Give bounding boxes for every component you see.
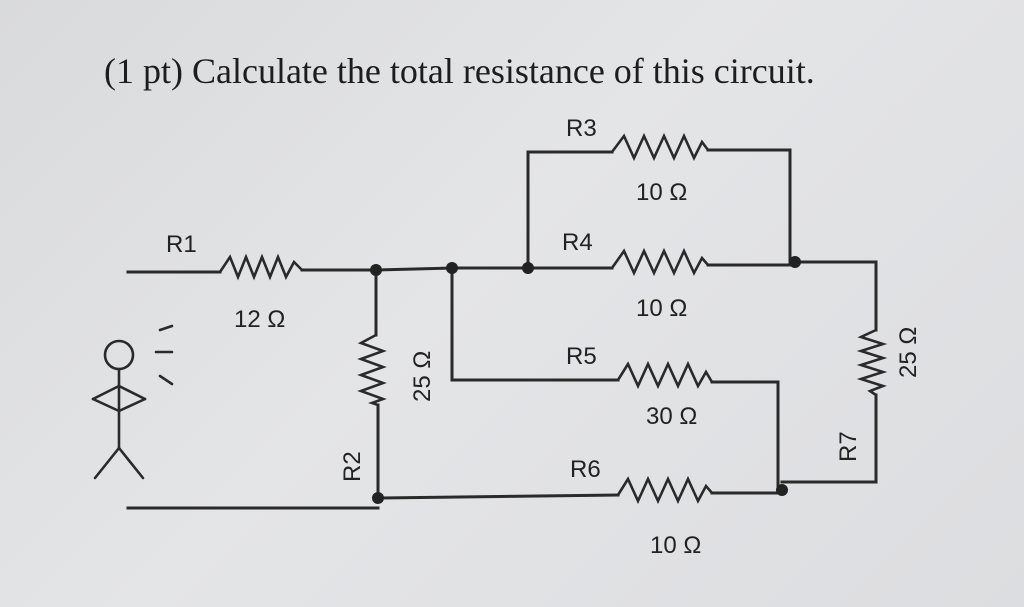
r5-value-label: 30 Ω [646,403,697,430]
wire-node-e-to-r6 [376,493,620,500]
circuit-wires [126,148,878,510]
resistor-r3-zigzag [610,132,710,162]
junction-node-e [372,492,384,504]
junction-nodes [370,256,801,504]
resistor-r4-zigzag [610,247,709,277]
resistor-r2-zigzag [357,333,387,407]
junction-node-f [776,484,788,496]
r4-name-label: R4 [562,229,593,256]
resistor-r5-zigzag [616,360,714,390]
wire-r3-loop-left [526,150,614,270]
r2-value-label: 25 Ω [409,351,436,402]
r4-value-label: 10 Ω [636,295,687,322]
resistor-r6 [616,475,713,505]
r6-value-label: 10 Ω [650,532,701,559]
junction-node-b [446,262,458,274]
junction-node-c [522,262,534,274]
junction-node-a [370,264,382,276]
resistor-r3 [610,132,710,162]
junction-node-d [789,256,801,268]
r6-name-label: R6 [570,456,601,483]
resistor-r7-zigzag [856,328,888,397]
r7-value-label: 25 Ω [895,327,922,378]
resistor-r1 [218,253,303,281]
wire-r5-to-node-f [710,380,780,492]
r1-name-label: R1 [166,231,197,258]
wire-node-b-down-to-r5 [450,266,620,382]
motion-lines-icon [154,324,174,386]
resistor-r7 [856,328,888,397]
r2-name-label: R2 [339,451,366,482]
r7-name-label: R7 [835,431,862,462]
r3-name-label: R3 [566,115,597,142]
resistor-r5 [616,360,714,390]
r3-value-label: 10 Ω [636,179,687,206]
wire-r3-loop-right [706,148,792,264]
wire-r7-to-bottom [780,393,878,484]
resistor-r1-zigzag [218,253,303,281]
r1-value-label: 12 Ω [234,306,285,333]
r5-name-label: R5 [566,343,597,370]
resistor-r6-zigzag [616,475,713,505]
question-text: (1 pt) Calculate the total resistance of… [104,51,815,91]
stick-figure-icon [91,339,147,480]
wire-node-a-to-node-b [374,266,454,272]
resistor-r4 [610,247,709,277]
wire-node-d-to-r7 [793,260,878,332]
resistor-r2 [357,333,387,407]
